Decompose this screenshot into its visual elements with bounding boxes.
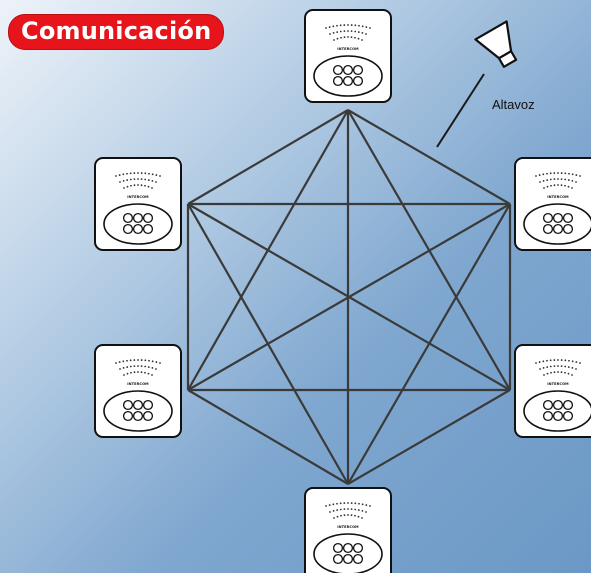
intercom-stations: INTERCOM INTERCOM INTERCOM INTERCOM INTERCOM… xyxy=(94,9,591,573)
button-housing xyxy=(523,203,591,245)
call-button xyxy=(122,223,134,235)
call-button xyxy=(142,212,154,224)
intercom-panel-upper-right: INTERCOM xyxy=(514,157,591,251)
call-button xyxy=(332,64,344,76)
brand-label: INTERCOM xyxy=(547,195,569,199)
call-button xyxy=(542,410,554,422)
call-button xyxy=(352,553,364,565)
speaker-grille-icon xyxy=(535,172,581,189)
call-button xyxy=(562,410,574,422)
connection-line xyxy=(347,109,511,205)
call-buttons xyxy=(542,399,574,422)
speaker: Altavoz xyxy=(436,20,535,148)
call-button xyxy=(562,399,574,411)
brand-label: INTERCOM xyxy=(547,382,569,386)
connection-line xyxy=(187,109,349,205)
call-button xyxy=(342,553,354,565)
call-button xyxy=(542,223,554,235)
speaker-grille-icon xyxy=(325,502,371,519)
call-buttons xyxy=(542,212,574,235)
intercom-panel-lower-right: INTERCOM xyxy=(514,344,591,438)
speaker-horn-icon xyxy=(474,20,518,68)
call-button xyxy=(332,542,344,554)
connection-line xyxy=(187,389,349,485)
call-button xyxy=(552,212,564,224)
call-button xyxy=(342,64,354,76)
speaker-label: Altavoz xyxy=(492,97,535,112)
connection-line xyxy=(347,203,511,485)
speaker-pointer-line xyxy=(436,73,485,148)
call-button xyxy=(142,399,154,411)
call-button xyxy=(342,75,354,87)
call-button xyxy=(352,64,364,76)
intercom-panel-top: INTERCOM xyxy=(304,9,392,103)
call-button xyxy=(332,553,344,565)
speaker-grille-icon xyxy=(325,24,371,41)
page-title: Comunicación xyxy=(8,14,225,50)
connection-mesh xyxy=(186,109,512,485)
intercom-panel-bottom: INTERCOM xyxy=(304,487,392,573)
button-housing xyxy=(103,203,173,245)
speaker-grille-icon xyxy=(115,359,161,376)
call-button xyxy=(352,542,364,554)
speaker-grille-icon xyxy=(535,359,581,376)
call-buttons xyxy=(332,542,364,565)
call-button xyxy=(552,410,564,422)
call-button xyxy=(342,542,354,554)
call-button xyxy=(122,410,134,422)
call-button xyxy=(562,223,574,235)
call-button xyxy=(542,212,554,224)
call-button xyxy=(122,399,134,411)
call-button xyxy=(142,223,154,235)
call-button xyxy=(552,223,564,235)
brand-label: INTERCOM xyxy=(127,382,149,386)
intercom-panel-upper-left: INTERCOM xyxy=(94,157,182,251)
call-button xyxy=(132,399,144,411)
call-button xyxy=(122,212,134,224)
intercom-panel-lower-left: INTERCOM xyxy=(94,344,182,438)
brand-label: INTERCOM xyxy=(127,195,149,199)
call-button xyxy=(562,212,574,224)
brand-label: INTERCOM xyxy=(337,47,359,51)
call-buttons xyxy=(332,64,364,87)
connection-line xyxy=(347,389,511,485)
button-housing xyxy=(313,533,383,573)
connection-line xyxy=(187,203,511,391)
call-button xyxy=(142,410,154,422)
call-buttons xyxy=(122,399,154,422)
call-button xyxy=(552,399,564,411)
intercom-panel-body xyxy=(304,487,392,573)
call-button xyxy=(542,399,554,411)
call-button xyxy=(132,212,144,224)
button-housing xyxy=(103,390,173,432)
call-button xyxy=(352,75,364,87)
call-button xyxy=(132,223,144,235)
speaker-grille-icon xyxy=(115,172,161,189)
call-button xyxy=(132,410,144,422)
call-buttons xyxy=(122,212,154,235)
button-housing xyxy=(313,55,383,97)
button-housing xyxy=(523,390,591,432)
brand-label: INTERCOM xyxy=(337,525,359,529)
call-button xyxy=(332,75,344,87)
